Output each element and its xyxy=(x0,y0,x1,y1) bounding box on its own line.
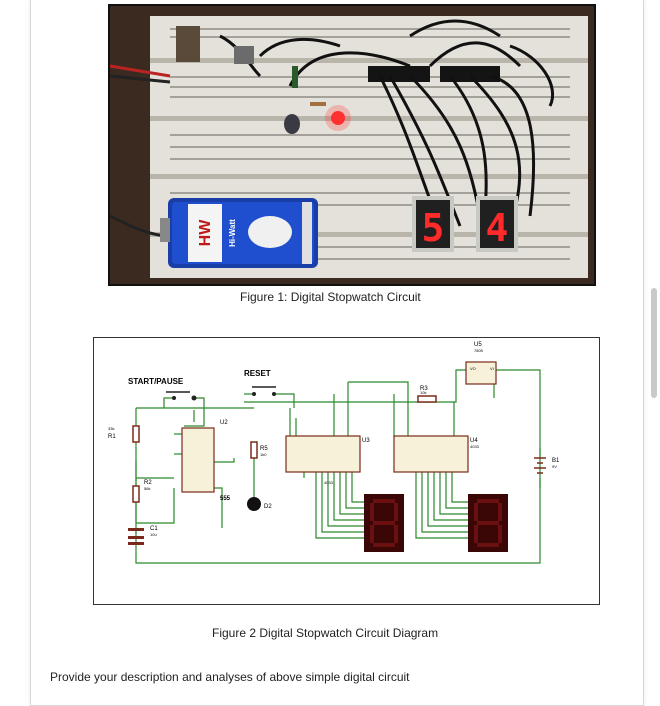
u5-vi: VI xyxy=(490,366,494,371)
r5-label: R5 xyxy=(260,446,268,452)
r2-label: R2 xyxy=(144,480,152,486)
start-pause-label: START/PAUSE xyxy=(128,377,184,386)
seven-segment-display-right: 4 xyxy=(476,196,518,252)
b1-value: 9V xyxy=(552,464,557,469)
r3-label: R3 xyxy=(420,386,428,392)
question-text: Provide your description and analyses of… xyxy=(50,670,410,684)
battery-b1 xyxy=(534,457,546,474)
u5-vo: VO xyxy=(470,366,476,371)
battery: HW Hi-Watt xyxy=(160,198,318,268)
u2-label: U2 xyxy=(220,420,228,426)
r5-value: 1k0 xyxy=(260,452,267,457)
battery-model-text: Hi-Watt xyxy=(228,219,237,247)
seven-segment-display-left: 5 xyxy=(412,196,454,252)
scrollbar-thumb[interactable] xyxy=(651,288,657,398)
resistor-r3 xyxy=(417,395,437,403)
start-pause-switch xyxy=(166,391,197,401)
ic-u5-regulator xyxy=(465,361,497,385)
circuit-diagram: START/PAUSE RESET 33k R1 R2 56k C1 10u U… xyxy=(93,337,600,605)
resistor-r5 xyxy=(250,441,258,459)
ic-u2-555 xyxy=(181,427,215,493)
r1-label: R1 xyxy=(108,434,116,440)
u3-part: 4033 xyxy=(324,480,334,485)
circuit-photo: HW Hi-Watt 5 4 xyxy=(108,4,596,286)
schematic: START/PAUSE RESET 33k R1 R2 56k C1 10u U… xyxy=(108,342,560,564)
breadboard-photo-illustration: HW Hi-Watt 5 4 xyxy=(110,6,594,284)
schematic-display-right xyxy=(468,494,508,552)
reset-switch xyxy=(252,386,276,396)
schematic-display-left xyxy=(364,494,404,552)
battery-brand-text: HW xyxy=(197,219,214,247)
r2-value: 56k xyxy=(144,486,150,491)
figure2-caption: Figure 2 Digital Stopwatch Circuit Diagr… xyxy=(212,626,439,640)
led-d2 xyxy=(247,497,261,511)
r1-value: 33k xyxy=(108,426,114,431)
resistor-r2 xyxy=(132,485,140,503)
d2-label: D2 xyxy=(264,504,272,510)
u3-label: U3 xyxy=(362,438,370,444)
b1-label: B1 xyxy=(552,458,560,464)
ic-u4-counter xyxy=(393,435,469,473)
reset-label: RESET xyxy=(244,369,271,378)
u4-part: 4033 xyxy=(470,444,480,449)
u5-label: U5 xyxy=(474,342,482,348)
digit-tens: 5 xyxy=(422,206,445,250)
resistor-r1 xyxy=(132,425,140,443)
r3-value: 10k xyxy=(420,390,426,395)
c1-value: 10u xyxy=(150,532,157,537)
u2-part: 555 xyxy=(220,496,231,502)
c1-label: C1 xyxy=(150,526,158,532)
ic-u3-counter xyxy=(285,435,361,473)
u5-part: 7805 xyxy=(474,348,484,353)
u4-label: U4 xyxy=(470,438,478,444)
figure1-caption: Figure 1: Digital Stopwatch Circuit xyxy=(240,290,421,304)
digit-units: 4 xyxy=(486,206,509,250)
capacitor-c1 xyxy=(128,528,144,545)
